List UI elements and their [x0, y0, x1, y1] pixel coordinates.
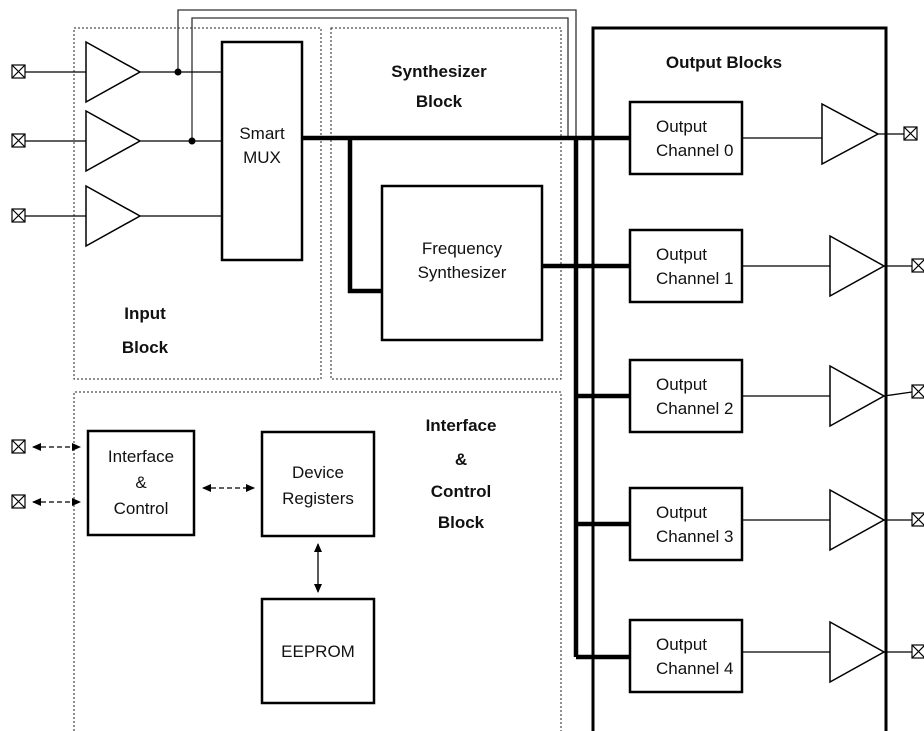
interface-pin-1: [11, 494, 26, 509]
frequency-synthesizer-box: [380, 184, 544, 342]
synth-input-bus: [347, 138, 382, 294]
input-pin-1: [11, 133, 26, 148]
channel-label-line2: Channel 2: [656, 399, 734, 418]
input-pin-0: [11, 64, 26, 79]
output-pin-0: [903, 126, 918, 141]
input-block-title-line1: Input: [124, 304, 166, 323]
smart-mux-label-line2: MUX: [243, 148, 281, 167]
input-pin-2: [11, 208, 26, 223]
interface-block-title-line2: &: [455, 450, 467, 469]
output-channel-3: Output Channel 3: [628, 486, 924, 562]
output-buffer-3: [829, 488, 886, 552]
smart-mux-label-line1: Smart: [239, 124, 285, 143]
eeprom-label: EEPROM: [281, 642, 355, 661]
if-control-label-line3: Control: [114, 499, 169, 518]
synth-block-title-line2: Block: [416, 92, 463, 111]
output-buffer-4: [829, 620, 886, 684]
output-buffer-1: [829, 234, 886, 298]
channel-label-line1: Output: [656, 375, 707, 394]
output-buffer-0: [821, 102, 880, 166]
output-pin-1: [911, 258, 924, 273]
junction-dot: [174, 68, 182, 76]
output-channel-1: Output Channel 1: [628, 228, 924, 304]
eeprom-box: [260, 597, 376, 705]
device-registers-label-line2: Registers: [282, 489, 354, 508]
feedback-line-outer: [177, 9, 577, 138]
device-registers-box: [260, 430, 376, 538]
synth-block-title-line1: Synthesizer: [391, 62, 487, 81]
interface-block-title-line3: Control: [431, 482, 491, 501]
output-buffer-2: [829, 364, 886, 428]
synth-block-region: [330, 27, 562, 380]
input-block-title-line2: Block: [122, 338, 169, 357]
freq-synth-label-line1: Frequency: [422, 239, 503, 258]
output-pin-4: [911, 644, 924, 659]
if-control-label-line2: &: [135, 473, 147, 492]
feedback-line-inner: [191, 17, 569, 141]
channel-label-line2: Channel 4: [656, 659, 734, 678]
input-buffer-1: [85, 109, 142, 173]
freq-synth-label-line2: Synthesizer: [418, 263, 507, 282]
junction-dot: [188, 137, 196, 145]
smart-mux-box: [220, 40, 304, 262]
channel-label-line2: Channel 0: [656, 141, 734, 160]
channel-label-line1: Output: [656, 245, 707, 264]
output-blocks-title: Output Blocks: [666, 53, 782, 72]
if-control-label-line1: Interface: [108, 447, 174, 466]
channel-label-line1: Output: [656, 503, 707, 522]
output-pin-2: [911, 384, 924, 399]
interface-control-box: [86, 429, 196, 537]
channel-label-line1: Output: [656, 117, 707, 136]
channel-label-line2: Channel 1: [656, 269, 734, 288]
output-channel-0: Output Channel 0: [628, 100, 918, 176]
input-buffer-2: [85, 184, 142, 248]
device-registers-label-line1: Device: [292, 463, 344, 482]
interface-pin-0: [11, 439, 26, 454]
interface-block-title-line1: Interface: [426, 416, 497, 435]
output-pin-3: [911, 512, 924, 527]
channel-label-line2: Channel 3: [656, 527, 734, 546]
interface-block-title-line4: Block: [438, 513, 485, 532]
output-channel-2: Output Channel 2: [628, 358, 924, 434]
output-channel-4: Output Channel 4: [628, 618, 924, 694]
input-block-region: [73, 27, 322, 380]
interface-block-region: [73, 391, 562, 731]
output-blocks-region: [591, 26, 888, 731]
channel-label-line1: Output: [656, 635, 707, 654]
input-buffer-0: [85, 40, 142, 104]
